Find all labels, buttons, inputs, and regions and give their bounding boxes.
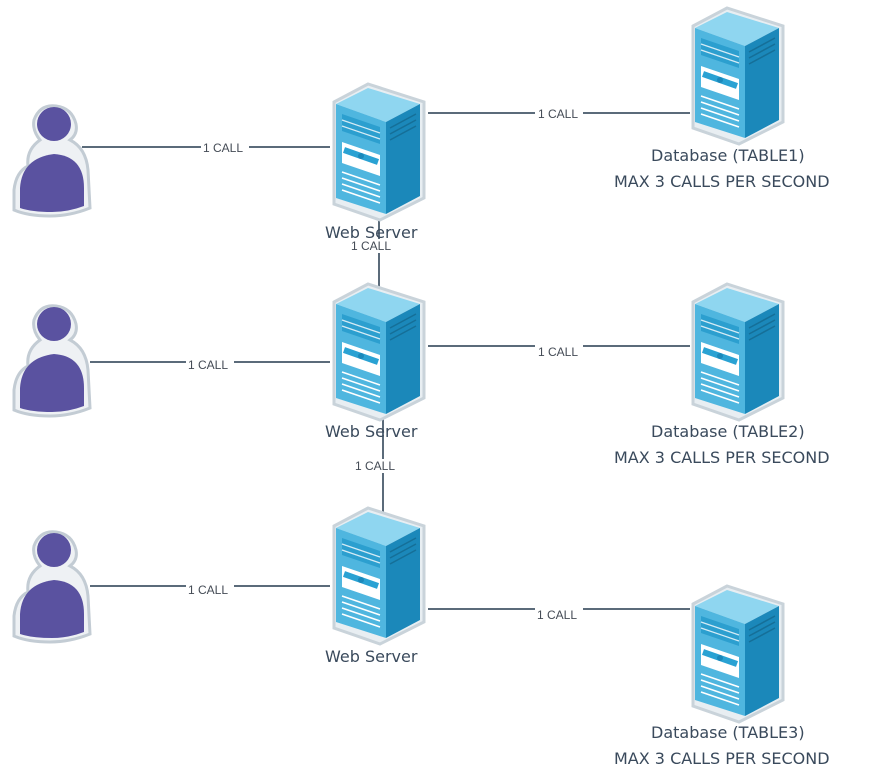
edge-label-server1-db1: 1 CALL [538,107,578,121]
server-icon [334,508,424,644]
edge-label-user3-server3: 1 CALL [188,583,228,597]
edge-label-server1-server2: 1 CALL [351,239,391,253]
database-server-icon [693,284,783,420]
database-server-icon [693,586,783,722]
web-server-3: Web Server [325,508,424,666]
edge-label-server3-db3: 1 CALL [537,608,577,622]
web-server-label: Web Server [325,223,418,242]
edge-label-server2-server3: 1 CALL [355,459,395,473]
server-icon [334,84,424,220]
edge-label-user1-server1: 1 CALL [203,141,243,155]
database-limit: MAX 3 CALLS PER SECOND [614,749,830,768]
web-server-label: Web Server [325,647,418,666]
database-limit: MAX 3 CALLS PER SECOND [614,448,830,467]
user-icon [12,304,92,418]
user-3 [12,530,92,644]
server-icon [334,284,424,420]
user-icon [12,530,92,644]
user-icon [12,104,92,218]
web-server-2: Web Server [325,284,424,441]
database-1: Database (TABLE1) MAX 3 CALLS PER SECOND [614,8,830,191]
database-2: Database (TABLE2) MAX 3 CALLS PER SECOND [614,284,830,467]
web-server-label: Web Server [325,422,418,441]
database-limit: MAX 3 CALLS PER SECOND [614,172,830,191]
database-3: Database (TABLE3) MAX 3 CALLS PER SECOND [614,586,830,768]
edge-label-server2-db2: 1 CALL [538,345,578,359]
user-1 [12,104,92,218]
database-name: Database (TABLE2) [651,422,805,441]
database-name: Database (TABLE1) [651,146,805,165]
database-server-icon [693,8,783,144]
user-2 [12,304,92,418]
edge-label-user2-server2: 1 CALL [188,358,228,372]
web-server-1: Web Server [325,84,424,242]
edge-labels: 1 CALL 1 CALL 1 CALL 1 CALL 1 CALL 1 CAL… [186,106,583,622]
database-name: Database (TABLE3) [651,723,805,742]
